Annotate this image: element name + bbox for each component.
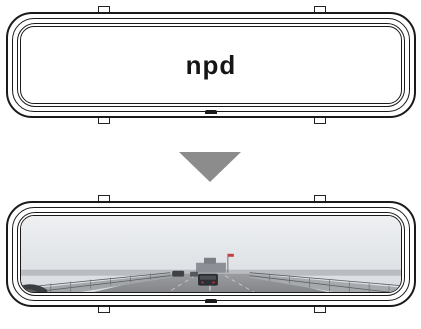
- mirror-frame: npd: [6, 12, 416, 118]
- mirror-bottom-notch: [205, 299, 217, 303]
- down-arrow-icon: [179, 152, 241, 182]
- rearview-mirror-on: [6, 195, 416, 313]
- mirror-frame: [6, 201, 416, 307]
- mirror-screen: npd: [20, 26, 402, 104]
- brand-logo-text: npd: [186, 50, 237, 81]
- car: [172, 271, 184, 277]
- car: [190, 272, 198, 277]
- road-camera-view: [21, 216, 401, 293]
- rearview-mirror-off: npd: [6, 6, 416, 124]
- mirror-bottom-notch: [205, 110, 217, 114]
- mirror-screen: [20, 215, 402, 293]
